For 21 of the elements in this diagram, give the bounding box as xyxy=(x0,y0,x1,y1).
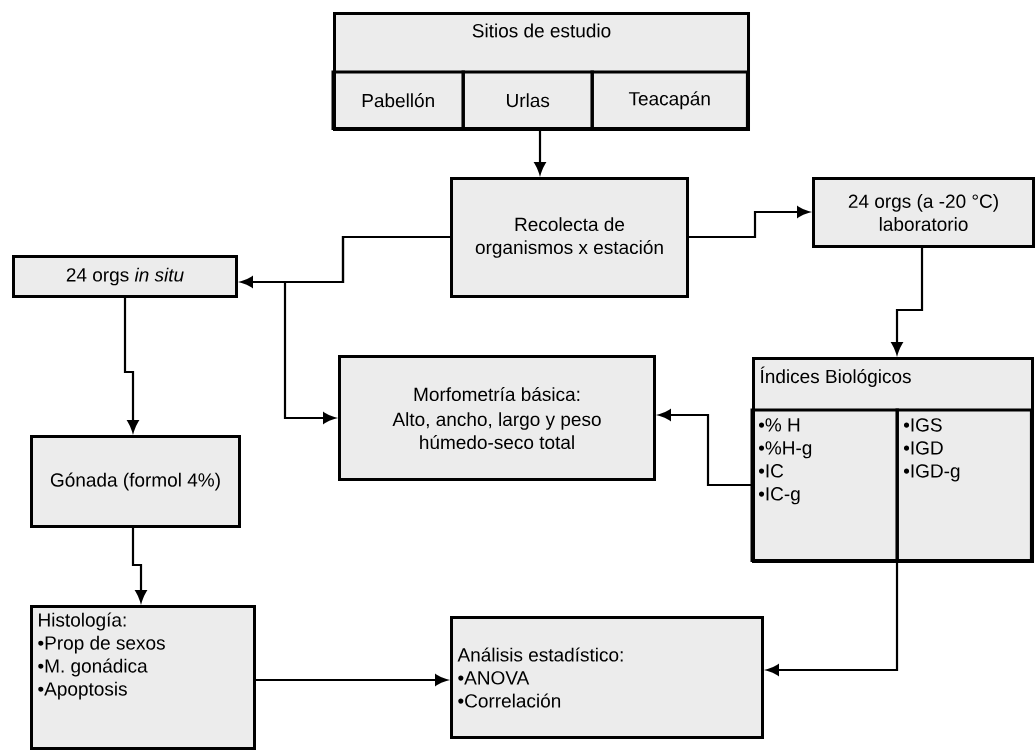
arrow xyxy=(689,206,810,239)
arrow xyxy=(131,528,147,603)
site-cell: Urlas xyxy=(507,93,550,108)
process-box: Histología: •Prop de sexos •M. gonádica •Apoptosis xyxy=(30,605,256,750)
arrow xyxy=(534,131,546,175)
index-column: •% H •%H-g •IC •IC-g xyxy=(758,418,812,505)
arrow xyxy=(283,235,450,424)
process-box: Análisis estadístico: •ANOVA •Correlación xyxy=(450,616,764,739)
arrow xyxy=(658,409,752,487)
arrow xyxy=(256,674,448,686)
process-box: Gónada (formol 4%) xyxy=(30,435,241,528)
arrow xyxy=(123,298,139,433)
process-box: Morfometría básica: Alto, ancho, largo y peso húmedo-seco total xyxy=(338,355,656,481)
site-cell: Teacapán xyxy=(628,91,710,110)
arrow xyxy=(891,248,924,355)
process-box: 24 orgs (a -20 °C) laboratorio xyxy=(812,177,1035,248)
arrow xyxy=(766,563,899,676)
index-column: •IGS •IGD •IGD-g xyxy=(903,418,960,482)
process-box: 24 orgs in situ xyxy=(12,255,238,298)
process-box: Recolecta de organismos x estación xyxy=(450,177,689,298)
site-cell: Pabellón xyxy=(362,93,434,108)
